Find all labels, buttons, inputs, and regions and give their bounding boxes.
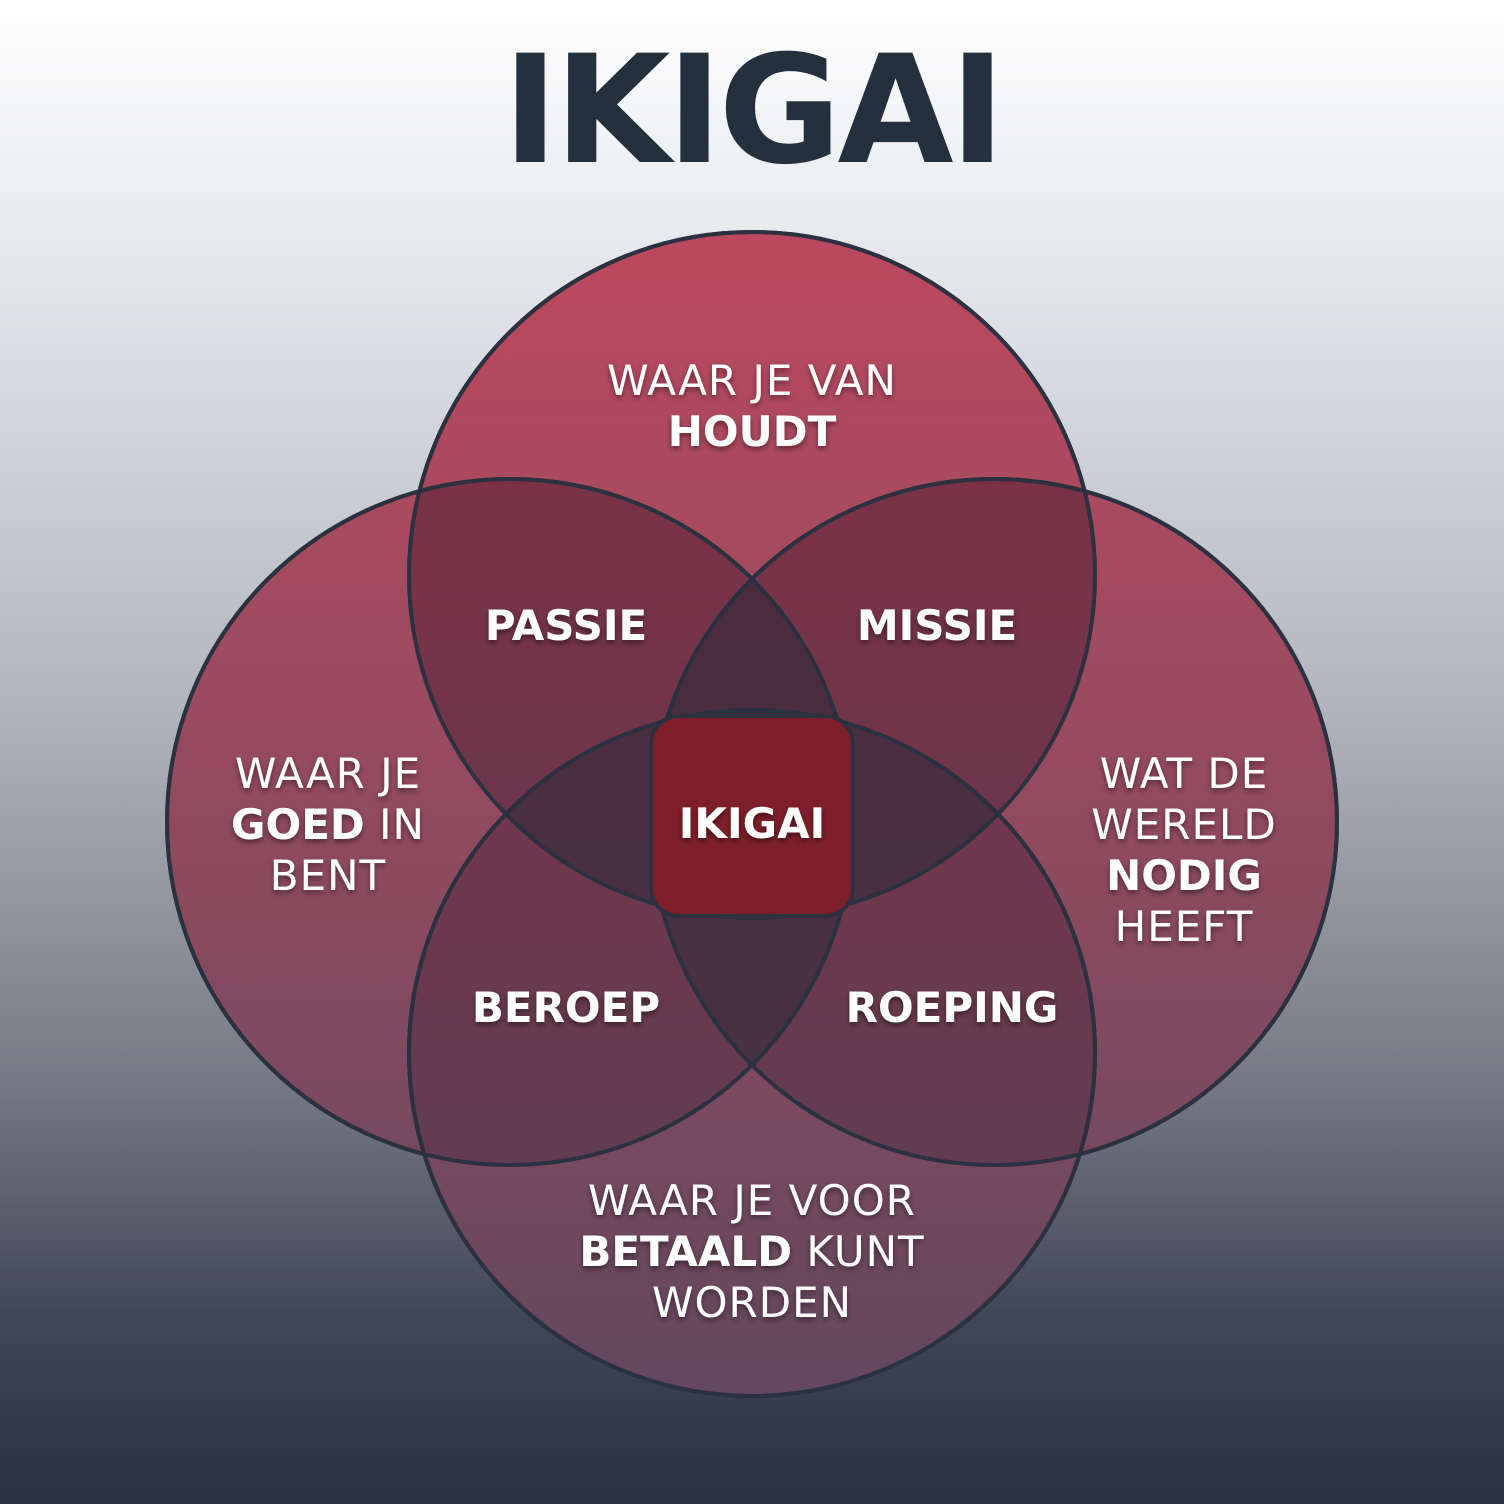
label-love-bold: HOUDT: [668, 407, 837, 456]
page-title: IKIGAI: [502, 24, 1006, 198]
label-passie: PASSIE: [485, 601, 647, 650]
label-paid-for-line1: WAAR JE VOOR: [588, 1176, 916, 1225]
label-good-at: WAAR JE GOED IN BENT: [231, 749, 425, 900]
label-paid-for: WAAR JE VOOR BETAALD KUNT WORDEN: [579, 1176, 924, 1327]
label-love-line1: WAAR JE VAN: [607, 356, 897, 405]
ikigai-center-square: [649, 714, 855, 918]
overlap-labels: PASSIE MISSIE BEROEP ROEPING IKIGAI: [472, 601, 1059, 1032]
label-roeping: ROEPING: [846, 983, 1059, 1032]
label-paid-for-line2: BETAALD KUNT: [579, 1227, 924, 1276]
label-good-at-line2-rest: IN: [365, 800, 425, 849]
label-world-needs-line1: WAT DE: [1100, 749, 1269, 798]
label-ikigai-center: IKIGAI: [679, 799, 825, 848]
label-beroep: BEROEP: [472, 983, 660, 1032]
overlap-shading: [409, 479, 1095, 1165]
label-world-needs-line2: WERELD: [1091, 800, 1277, 849]
label-good-at-line3: BENT: [270, 851, 386, 900]
label-paid-for-bold: BETAALD: [579, 1227, 792, 1276]
label-paid-for-line3: WORDEN: [652, 1278, 852, 1327]
label-world-needs: WAT DE WERELD NODIG HEEFT: [1091, 749, 1277, 951]
label-missie: MISSIE: [857, 601, 1017, 650]
label-paid-for-line2-rest: KUNT: [792, 1227, 925, 1276]
circles: [165, 230, 1339, 1398]
label-world-needs-line4: HEEFT: [1115, 902, 1254, 951]
label-good-at-bold: GOED: [231, 800, 365, 849]
label-love: WAAR JE VAN HOUDT: [607, 356, 897, 456]
label-good-at-line1: WAAR JE: [235, 749, 421, 798]
label-good-at-line2: GOED IN: [231, 800, 425, 849]
label-world-needs-bold: NODIG: [1106, 851, 1262, 900]
